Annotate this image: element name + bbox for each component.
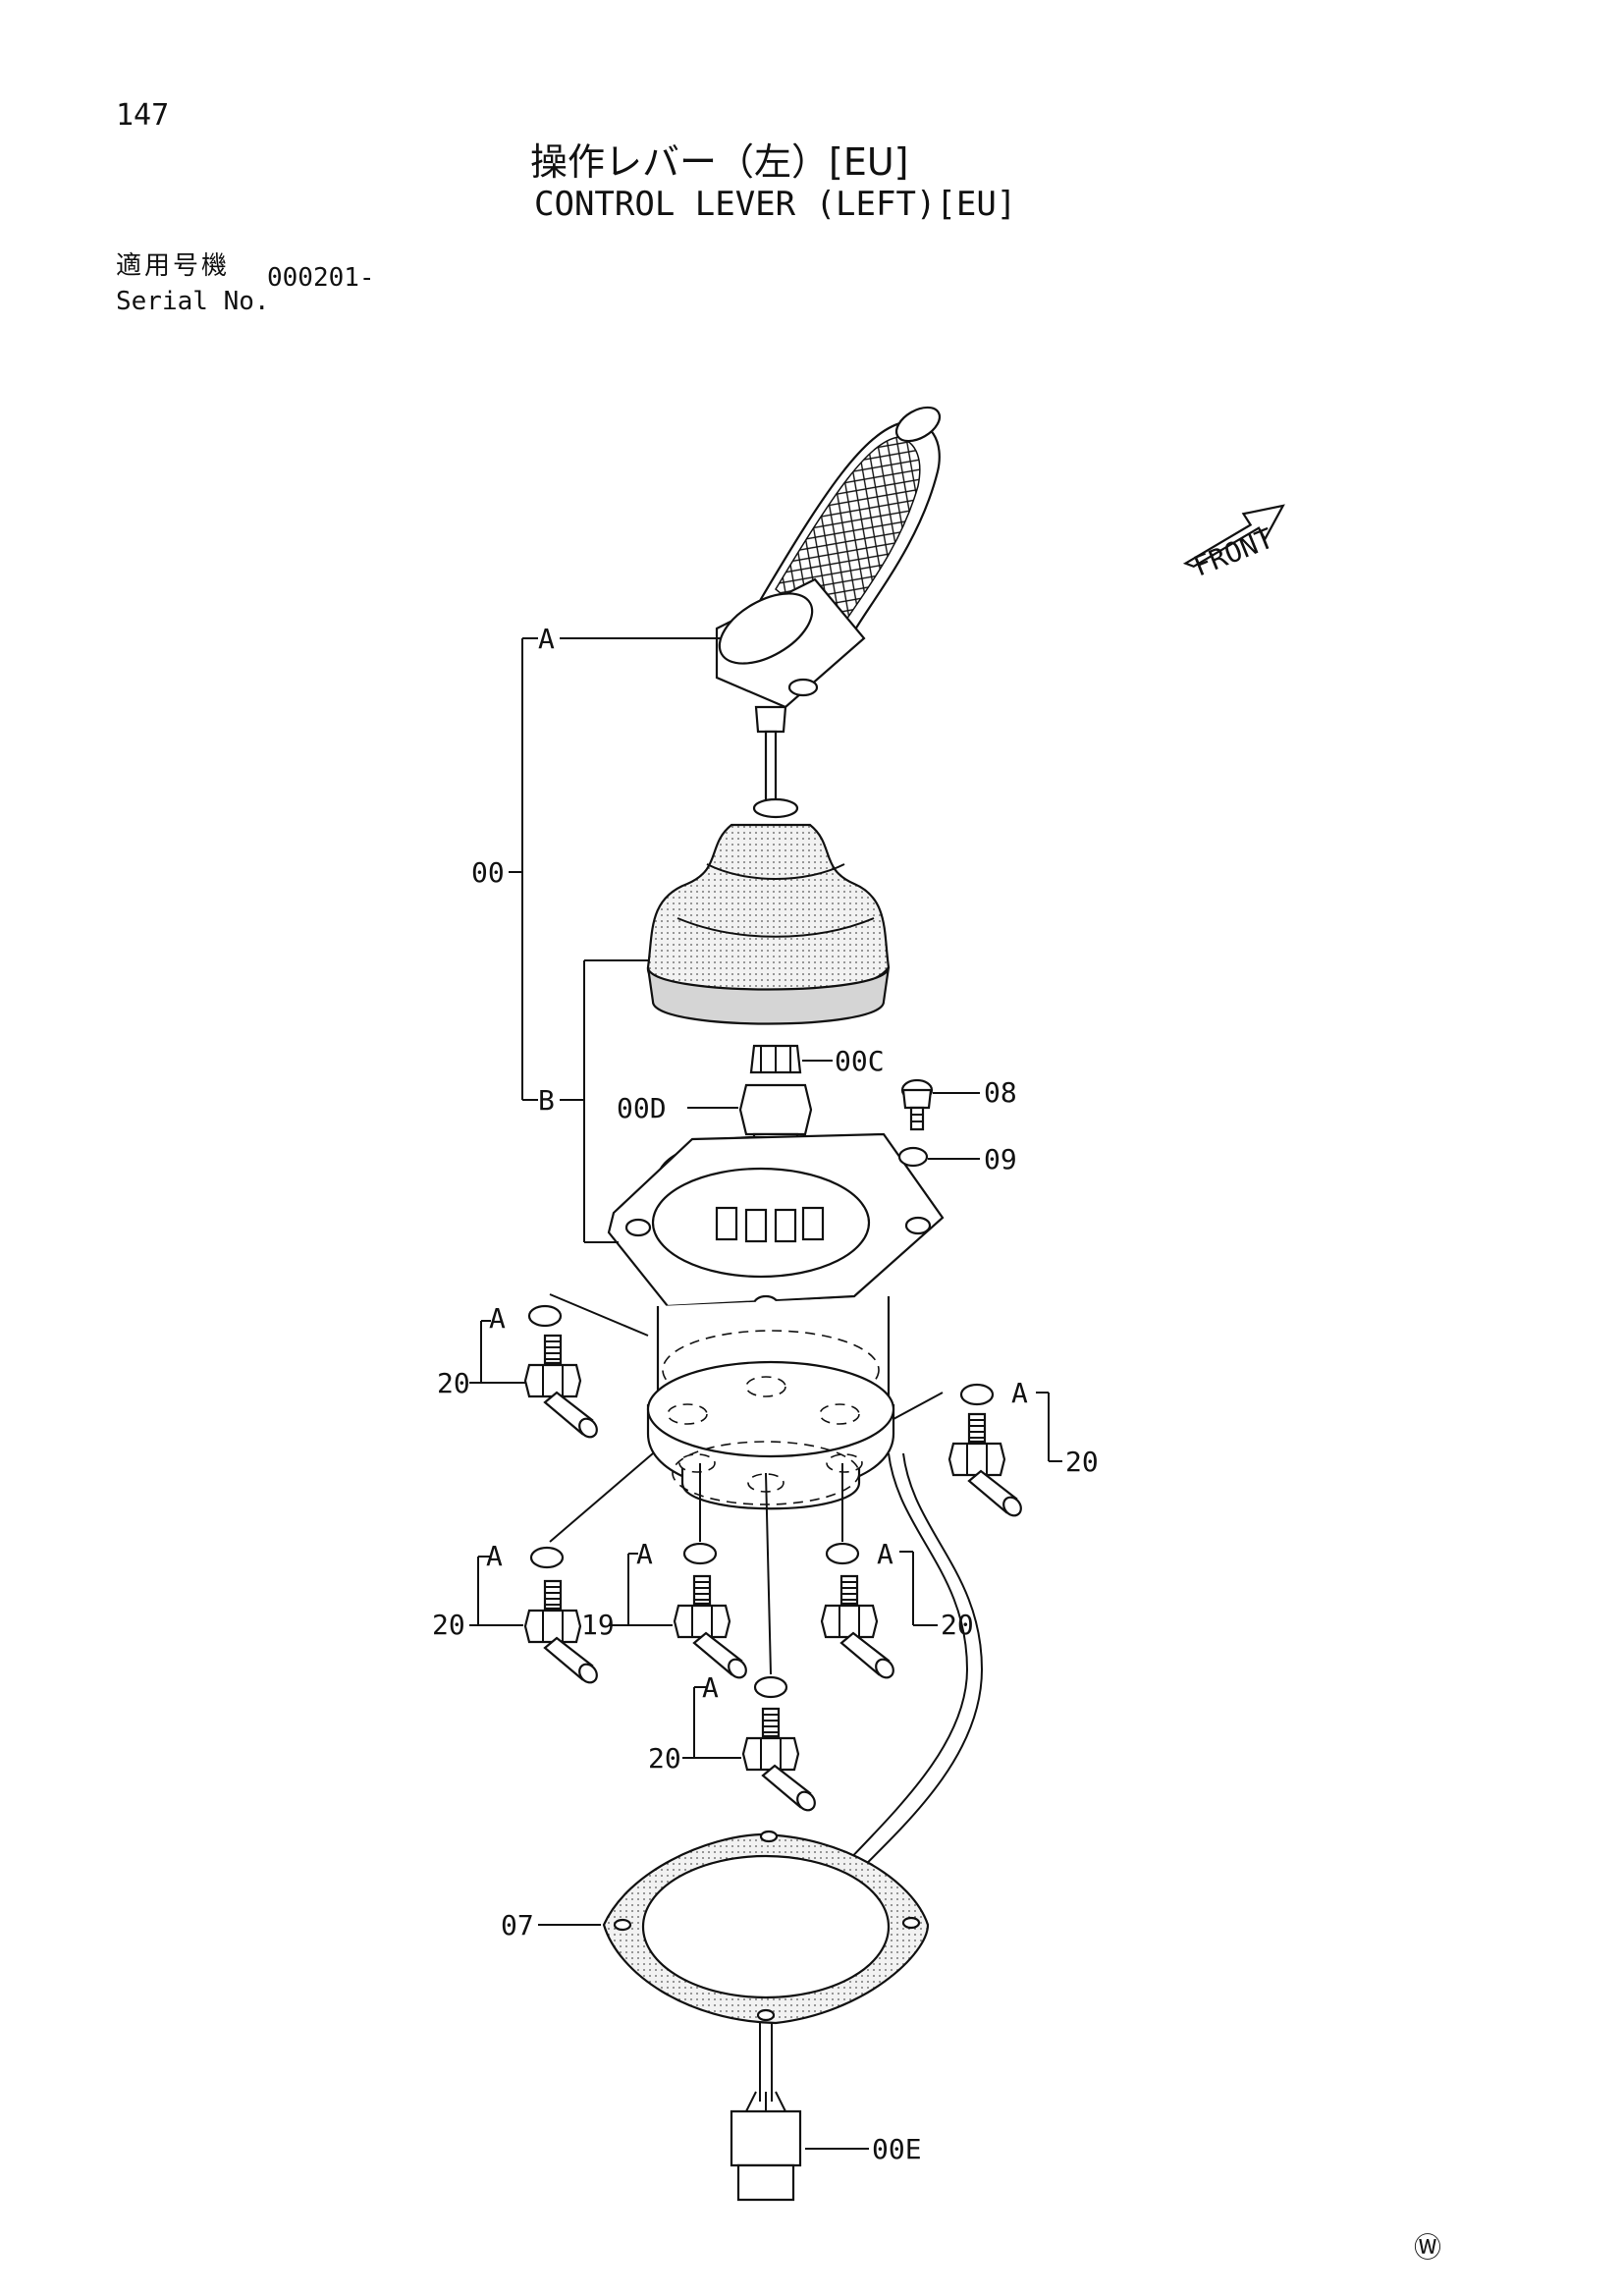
leader-lines <box>469 637 1062 2150</box>
electrical-connector <box>730 2091 802 2202</box>
callout-b: B <box>538 1084 555 1117</box>
front-arrow-label: FRONT <box>1189 521 1278 582</box>
callout-a: A <box>538 623 555 655</box>
valve-body <box>607 1132 945 1510</box>
lever-grip <box>715 406 942 807</box>
callout-labels: A 00 B 00C 00D 08 09 A 20 A 20 A 20 A 19… <box>432 623 1099 2165</box>
front-arrow-icon: FRONT <box>1182 504 1285 583</box>
gasket-plate <box>602 1830 930 2025</box>
serial-label-japanese: 適用号機 <box>116 251 231 281</box>
o-ring <box>959 1383 995 1406</box>
title-japanese: 操作レバー（左）[EU] <box>530 140 909 184</box>
title-english: CONTROL LEVER (LEFT)[EU] <box>534 185 1017 224</box>
washer-09 <box>897 1146 929 1168</box>
callout-assy: 00 <box>471 856 505 889</box>
callout-07: 07 <box>501 1909 534 1941</box>
serial-label-english: Serial No. <box>116 287 270 316</box>
o-ring <box>529 1546 565 1569</box>
o-ring <box>527 1304 563 1328</box>
callout-a: A <box>486 1540 503 1572</box>
elbow-fitting <box>673 1574 751 1682</box>
o-ring <box>682 1542 718 1565</box>
callout-00e: 00E <box>872 2133 922 2165</box>
o-ring <box>753 1675 788 1699</box>
callout-19: 19 <box>581 1609 615 1641</box>
callout-20: 20 <box>648 1742 681 1775</box>
elbow-fitting <box>820 1574 898 1682</box>
elbow-fitting <box>741 1707 820 1815</box>
serial-number-value: 000201- <box>267 263 375 293</box>
callout-20: 20 <box>432 1609 465 1641</box>
callout-a: A <box>1011 1377 1028 1409</box>
callout-08: 08 <box>984 1076 1017 1109</box>
callout-a: A <box>636 1538 653 1570</box>
screw-08 <box>900 1078 934 1131</box>
page-mark-icon: Ⓦ <box>1414 2231 1441 2264</box>
callout-20: 20 <box>1065 1446 1099 1478</box>
o-ring <box>825 1542 860 1565</box>
elbow-fitting <box>947 1412 1026 1520</box>
callout-09: 09 <box>984 1143 1017 1175</box>
rubber-boot <box>646 797 891 1025</box>
callout-a: A <box>702 1671 719 1704</box>
callout-20: 20 <box>437 1367 470 1399</box>
callout-20: 20 <box>941 1609 974 1641</box>
callout-a: A <box>877 1538 893 1570</box>
callout-00c: 00C <box>835 1045 885 1077</box>
page-number: 147 <box>116 98 170 133</box>
elbow-fitting <box>523 1334 602 1442</box>
callout-a: A <box>489 1302 506 1335</box>
callout-00d: 00D <box>617 1092 667 1124</box>
